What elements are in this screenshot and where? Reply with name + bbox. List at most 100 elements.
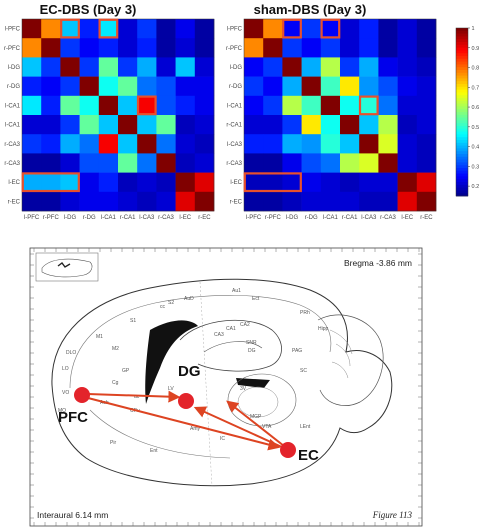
x-tick-label: r-CA1 <box>342 215 358 221</box>
atlas-structure-label: AuD <box>184 296 194 302</box>
external-capsule <box>89 409 231 459</box>
heatmap-cell-r9-c3 <box>301 191 322 212</box>
heatmap-cell-r9-c1 <box>263 191 283 212</box>
y-tick-label: r-PFC <box>226 46 243 52</box>
heatmap-cell-r7-c1 <box>263 153 283 173</box>
heatmap-cell-r6-c6 <box>359 134 379 154</box>
colorbar-segment <box>456 148 468 152</box>
y-tick-label: l-CA1 <box>5 103 21 109</box>
heatmap-cell-r9-c4 <box>98 191 119 212</box>
heatmap-cell-r4-c7 <box>156 95 176 116</box>
atlas-structure-label: LEnt <box>300 424 311 430</box>
heatmap-cell-r2-c9 <box>416 57 437 77</box>
heatmap-cell-r0-c4 <box>320 19 341 39</box>
highlight-box-1 <box>320 18 341 39</box>
heatmap-cell-r2-c7 <box>156 57 176 77</box>
x-tick-label: r-PFC <box>43 215 60 221</box>
atlas-structure-label: Pir <box>110 440 116 446</box>
heatmap-cell-r6-c7 <box>156 134 176 154</box>
colorbar-segment <box>456 103 468 107</box>
heatmap-cell-r5-c2 <box>282 115 302 135</box>
highlight-box-1 <box>98 18 119 39</box>
heatmap-cell-r9-c9 <box>416 191 437 212</box>
heatmap-cell-r1-c6 <box>137 38 157 58</box>
colorbar-segment <box>456 156 468 160</box>
heatmap-cell-r3-c6 <box>359 76 379 97</box>
heatmap-cell-r2-c6 <box>137 57 157 77</box>
highlight-box-2 <box>136 95 157 116</box>
heatmap-cell-r6-c9 <box>194 134 215 154</box>
heatmap-cell-r0-c8 <box>175 19 196 39</box>
highlight-box-3 <box>21 172 80 193</box>
heatmap-cell-r0-c6 <box>137 19 157 39</box>
heatmap-cell-r5-c0 <box>22 115 42 135</box>
heatmap-cell-r6-c4 <box>320 134 341 154</box>
colorbar-frame <box>455 27 469 197</box>
x-tick-label: r-EC <box>198 215 211 221</box>
atlas-structure-label: IC <box>220 436 225 442</box>
y-tick-label: r-CA3 <box>4 161 20 167</box>
atlas-structure-label: Ent <box>150 448 158 454</box>
heatmap-cell-r3-c8 <box>397 76 418 97</box>
heatmap-cell-r8-c4 <box>98 172 119 193</box>
colorbar-tick-label: 0.9 <box>472 46 480 52</box>
colorbar-segment <box>456 112 468 116</box>
colorbar-segment <box>456 106 468 110</box>
heatmap-cell-r7-c5 <box>118 153 138 173</box>
atlas-structure-label: SC <box>300 368 307 374</box>
ec-marker <box>280 442 296 458</box>
heatmap-cell-r1-c8 <box>175 38 196 58</box>
x-tick-label: l-CA1 <box>101 215 117 221</box>
colorbar-segment <box>456 100 468 104</box>
heatmap-cell-r0-c3 <box>79 19 100 39</box>
heatmap-cell-r0-c9 <box>194 19 215 39</box>
heatmap-cell-r0-c7 <box>156 19 176 39</box>
colorbar-tick-label: 0.3 <box>472 164 480 170</box>
y-tick-label: l-CA1 <box>227 103 243 109</box>
heatmap-cell-r9-c8 <box>175 191 196 212</box>
atlas-structure-label: ac <box>134 394 140 400</box>
heatmap-cell-r4-c8 <box>175 95 196 116</box>
ec-dbs-heatmap: l-PFCr-PFCl-DGr-DGl-CA1l-CA1r-CA3r-CA3l-… <box>4 18 215 221</box>
heatmap-cell-r9-c2 <box>60 191 80 212</box>
atlas-structure-label: Hipp <box>318 326 329 332</box>
heatmap-cell-r9-c3 <box>79 191 100 212</box>
heatmap-cell-r9-c0 <box>22 191 42 212</box>
heatmap-cell-r2-c1 <box>41 57 61 77</box>
heatmap-cell-r9-c5 <box>340 191 360 212</box>
atlas-structure-label: S1 <box>130 318 136 324</box>
heatmap-cell-r5-c0 <box>244 115 264 135</box>
y-tick-label: l-DG <box>8 65 21 71</box>
brain-atlas-diagram: HippM1M2S1S2AuDAu1EctPRhCA1CA2CA3DGGPccL… <box>29 247 423 527</box>
heatmap-cell-r5-c1 <box>263 115 283 135</box>
colorbar-segment <box>456 151 468 155</box>
third-ventricle <box>236 378 270 388</box>
arrow-ec-to-hippocampus <box>226 400 285 447</box>
atlas-structure-label: PRh <box>300 310 310 316</box>
colorbar-tick-label: 0.7 <box>472 85 480 91</box>
x-tick-label: r-DG <box>305 215 318 221</box>
colorbar-segment <box>456 128 468 132</box>
heatmap-cell-r9-c5 <box>118 191 138 212</box>
heatmap-cell-r8-c6 <box>137 172 157 193</box>
atlas-structure-label: GP <box>122 368 130 374</box>
heatmap-cell-r4-c5 <box>340 95 360 116</box>
heatmap-cell-r9-c4 <box>320 191 341 212</box>
colorbar-tick-label: 0.8 <box>472 66 480 72</box>
heatmap-cell-r0-c9 <box>416 19 437 39</box>
heatmap-cell-r5-c5 <box>340 115 360 135</box>
atlas-structure-label: CA1 <box>226 326 236 332</box>
heatmap-cell-r6-c5 <box>340 134 360 154</box>
heatmap-cell-r4-c4 <box>98 95 119 116</box>
heatmap-cell-r1-c7 <box>156 38 176 58</box>
heatmap-cell-r9-c7 <box>156 191 176 212</box>
heatmap-cell-r5-c1 <box>41 115 61 135</box>
heatmap-cell-r1-c3 <box>301 38 322 58</box>
heatmap-cell-r9-c7 <box>378 191 398 212</box>
x-tick-label: r-EC <box>420 215 433 221</box>
colorbar-segment <box>456 120 468 124</box>
heatmap-cell-r8-c8 <box>175 172 196 193</box>
atlas-structure-label: DLO <box>66 350 76 356</box>
x-tick-label: r-CA1 <box>120 215 136 221</box>
